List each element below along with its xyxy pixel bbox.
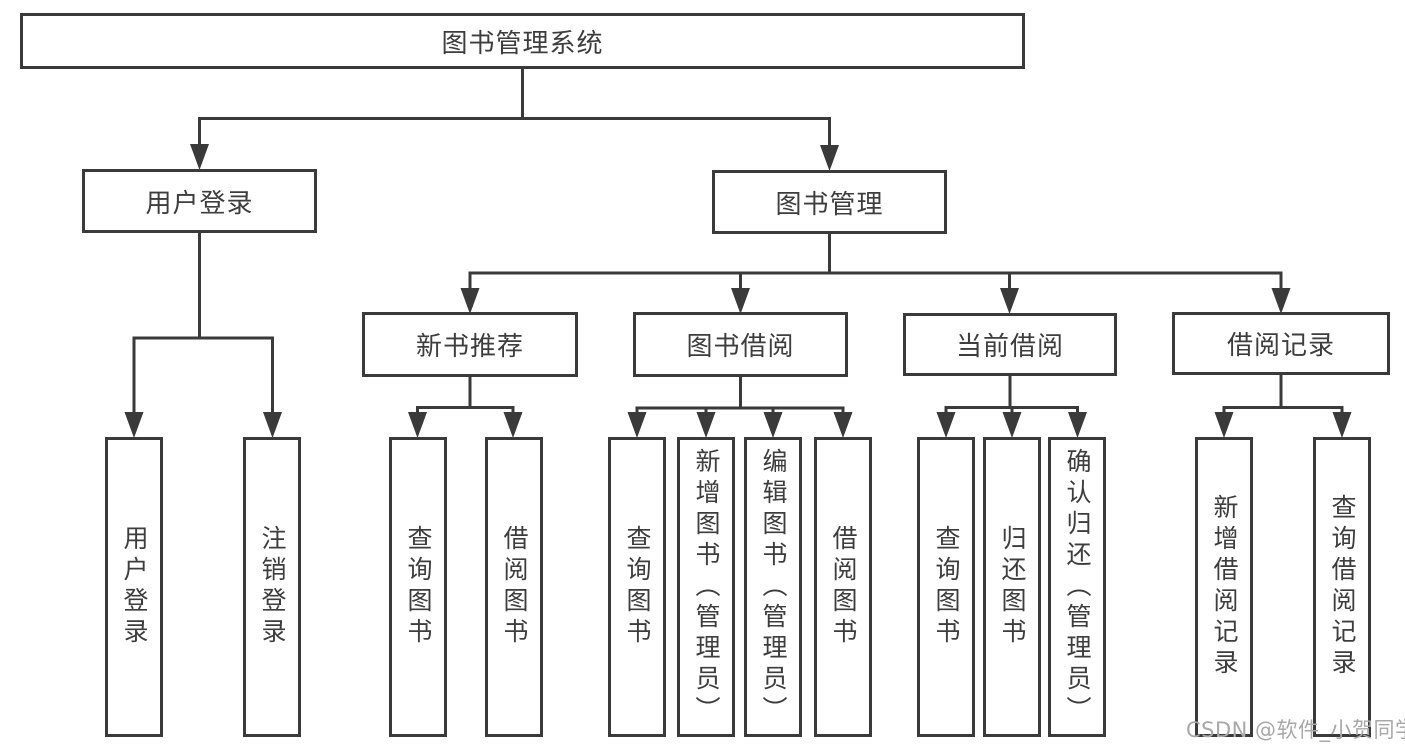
arrowhead-icons	[124, 144, 1352, 438]
tree-edges	[132, 69, 1344, 414]
node-library-management-system: 图书管理系统	[20, 13, 1025, 69]
node-book-borrowing: 图书借阅	[633, 312, 848, 377]
leaf-query-books: 查询图书	[389, 437, 447, 737]
leaf-confirm-return-admin: 确认归还（管理员）	[1048, 437, 1106, 737]
leaf-borrow-books-2: 借阅图书	[814, 437, 872, 737]
node-user-login: 用户登录	[82, 169, 317, 233]
leaf-query-borrow-record: 查询借阅记录	[1313, 437, 1371, 737]
node-new-book-recommend: 新书推荐	[362, 312, 578, 377]
csdn-watermark: CSDN @软件_小贺同学	[1186, 718, 1405, 742]
node-book-management: 图书管理	[712, 170, 947, 234]
leaf-query-books-2: 查询图书	[608, 437, 666, 737]
leaf-user-login: 用户登录	[105, 437, 163, 737]
leaf-add-borrow-record: 新增借阅记录	[1195, 437, 1253, 737]
node-current-borrowing: 当前借阅	[903, 313, 1117, 376]
leaf-query-books-3: 查询图书	[917, 437, 975, 737]
leaf-borrow-books: 借阅图书	[485, 437, 543, 737]
leaf-return-books: 归还图书	[983, 437, 1041, 737]
leaf-edit-books-admin: 编辑图书（管理员）	[744, 437, 802, 737]
leaf-logout: 注销登录	[243, 437, 301, 737]
leaf-add-books-admin: 新增图书（管理员）	[677, 437, 735, 737]
node-borrowing-records: 借阅记录	[1172, 312, 1390, 375]
